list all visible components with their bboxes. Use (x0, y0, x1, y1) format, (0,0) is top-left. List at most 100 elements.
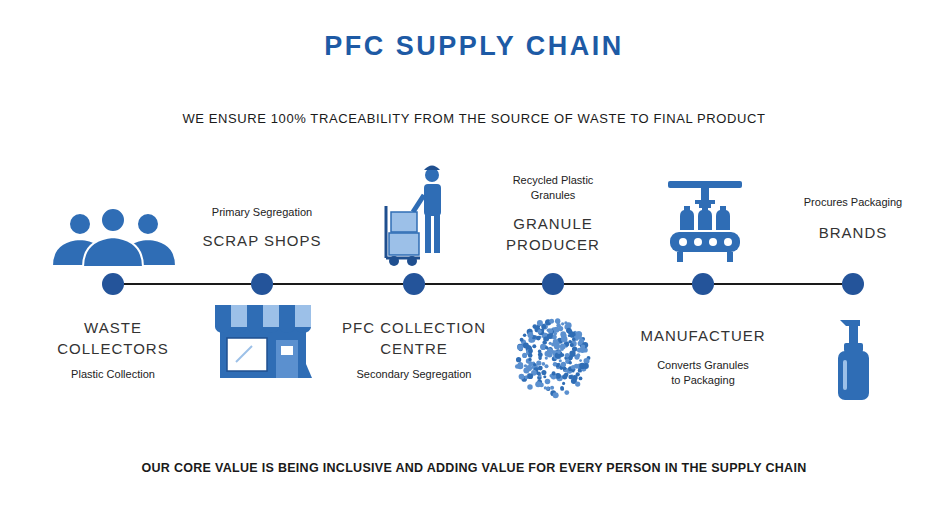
worker-arm (413, 195, 424, 212)
bottle-icon (838, 320, 869, 400)
granule-dot (528, 349, 533, 354)
granule-dot (562, 362, 565, 365)
granule-dot (568, 361, 572, 365)
granule-dot (537, 372, 541, 376)
cart-frame (385, 206, 388, 258)
shop-body (220, 327, 306, 378)
granule-dot (527, 373, 533, 379)
granule-dot (547, 333, 553, 339)
stage-description: Converts Granules to Packaging (653, 358, 753, 388)
granule-dot (544, 364, 548, 368)
granule-dot (552, 371, 556, 375)
granule-dot (527, 332, 533, 338)
machine-rail (668, 181, 742, 188)
granule-dot (524, 368, 529, 373)
stage-dot: WASTE COLLECTORSPlastic Collection (102, 273, 124, 295)
granule-dot (565, 353, 570, 358)
stage-text-group: PFC COLLECTION CENTRESecondary Segregati… (333, 317, 495, 382)
granule-dot (581, 345, 586, 350)
granule-dot (559, 359, 562, 362)
granule-dot (560, 386, 564, 390)
timeline-connector (714, 283, 842, 285)
granule-dot (539, 367, 542, 370)
timeline-connector (273, 283, 403, 285)
granule-dot (548, 328, 553, 333)
granule-dot (566, 328, 572, 334)
cart-wheel (389, 256, 399, 266)
stage-text-group: WASTE COLLECTORSPlastic Collection (43, 317, 183, 382)
granule-dot (538, 352, 543, 357)
granule-dot (561, 362, 566, 367)
worker-leg (434, 215, 440, 253)
granule-dot (557, 350, 561, 354)
stage-description: Secondary Segregation (334, 367, 494, 382)
granule-dot (571, 365, 576, 370)
granule-dot (553, 363, 556, 366)
machine-leg (727, 252, 733, 262)
granule-dot (545, 357, 548, 360)
granule-dot (535, 381, 541, 387)
awning-stripe (295, 305, 311, 327)
granule-dot (537, 329, 541, 333)
granule-dot (523, 334, 527, 338)
stage-text-group: MANUFACTUER Converts Granules to Packagin… (623, 325, 783, 388)
granule-dot (555, 318, 560, 323)
granule-dot (577, 353, 581, 357)
stage-dot: Recycled Plastic GranulesGRANULE PRODUCE… (542, 273, 564, 295)
worker-cap (424, 166, 440, 171)
granule-dot (543, 375, 546, 378)
conveyor-roller (709, 238, 717, 246)
worker-head (425, 168, 439, 182)
granule-dot (553, 339, 559, 345)
granule-dot (538, 329, 544, 335)
conveyor-roller (724, 238, 732, 246)
granule-dot (542, 362, 546, 366)
granule-dot (537, 320, 543, 326)
conveyor-roller (679, 238, 687, 246)
granule-dot (532, 344, 536, 348)
granule-dot (549, 319, 554, 324)
stage-name: GRANULE PRODUCER (498, 213, 608, 255)
shop-awning (215, 305, 311, 327)
stage-text-group: Procures PackagingBRANDS (778, 195, 928, 243)
shop-door (276, 340, 298, 378)
shop-icon (215, 305, 312, 378)
timeline-connector (124, 283, 251, 285)
granule-dot (572, 338, 575, 341)
machine-icon (668, 181, 742, 262)
stage-description: Recycled Plastic Granules (498, 173, 608, 203)
person-head (69, 213, 91, 235)
granule-dot (541, 370, 546, 375)
people-icon (52, 208, 176, 267)
bottle-cap (844, 343, 863, 352)
awning-stripe (231, 305, 247, 327)
granule-dot (572, 375, 578, 381)
stage-text-group: Recycled Plastic GranulesGRANULE PRODUCE… (498, 173, 608, 255)
door-sign (281, 346, 293, 355)
bottle-body (838, 351, 869, 400)
cart-wheel (407, 256, 417, 266)
stage-description: Primary Segregation (177, 205, 347, 220)
granule-dot (546, 387, 549, 390)
granule-dot (568, 334, 571, 337)
stage-name: MANUFACTUER (623, 325, 783, 346)
granule-dot (569, 351, 575, 357)
granule-dot (564, 390, 569, 395)
diagram-title: PFC SUPPLY CHAIN (0, 31, 948, 62)
granule-dot (517, 344, 523, 350)
granule-dot (544, 386, 547, 389)
caption-text: WE ENSURE 100% TRACEABILITY FROM THE SOU… (0, 111, 948, 126)
granule-dot (522, 353, 527, 358)
person-body (83, 237, 143, 267)
caption-text: OUR CORE VALUE IS BEING INCLUSIVE AND AD… (0, 461, 948, 475)
granule-dot (549, 342, 552, 345)
machine-bottle (680, 206, 694, 230)
granule-dot (562, 382, 565, 385)
granule-dot (523, 367, 529, 373)
granule-dot (517, 345, 523, 351)
granule-dot (515, 364, 519, 368)
granule-dot (528, 358, 531, 361)
stage-dot: Primary SegregationSCRAP SHOPS (251, 273, 273, 295)
granule-dot (557, 374, 561, 378)
